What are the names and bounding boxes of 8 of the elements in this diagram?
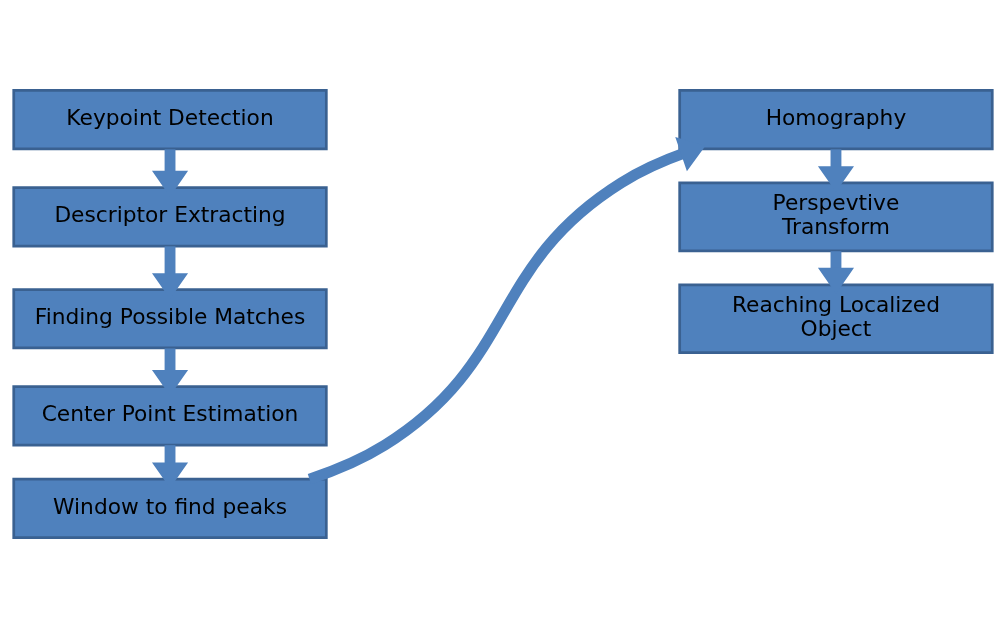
node-box: Finding Possible Matches [12,288,328,350]
node-box: Homography [678,89,994,151]
node-box: Perspevtive Transform [678,181,994,253]
node-box: Window to find peaks [12,477,328,539]
node-box: Descriptor Extracting [12,186,328,248]
node-box: Center Point Estimation [12,385,328,447]
node-box: Keypoint Detection [12,89,328,151]
node-box: Reaching Localized Object [678,283,994,355]
